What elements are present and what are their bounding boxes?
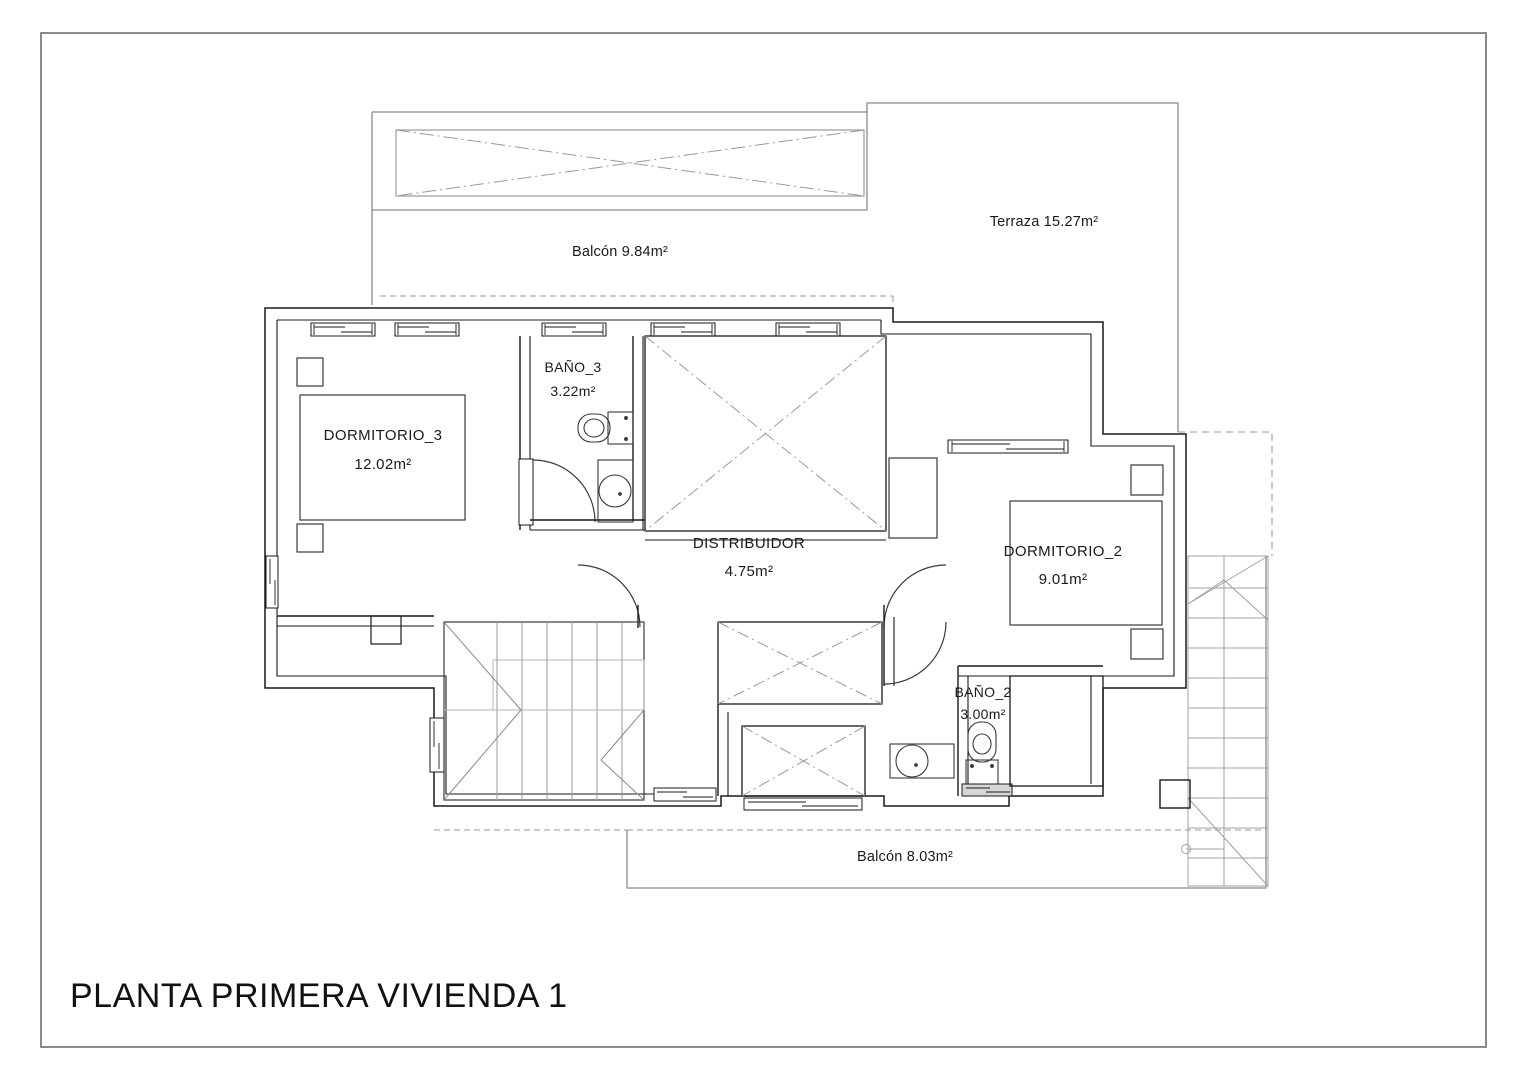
label-dormitorio-2-name: DORMITORIO_2 [1004,543,1123,560]
escalera-exterior [1181,555,1269,887]
label-dormitorio-3-area: 12.02m² [354,456,411,473]
door-bano-2 [883,621,947,685]
vertical-shaft [1009,675,1104,787]
label-distribuidor-name: DISTRIBUIDOR [693,535,805,552]
nightstand-furniture [296,523,324,553]
label-bano-2-name: BAÑO_2 [954,684,1011,700]
label-terraza: Terraza 15.27m² [990,214,1099,230]
label-dormitorio-3-name: DORMITORIO_3 [324,427,443,444]
nightstand-furniture [1130,628,1164,660]
toilet-fixture [577,411,634,445]
room-distribuidor [577,564,947,686]
window-sliding [653,787,717,802]
room-dormitorio-2 [888,439,1164,796]
sheet-border [40,32,1487,1048]
outdoor-outlines [371,102,1179,432]
structural-column [370,615,402,645]
outdoor-labels: Balcón 9.84m² Terraza 15.27m² Balcón 8.0… [572,214,1098,865]
window-sliding [775,322,841,337]
window-sliding [310,322,376,337]
room-bano-2 [889,675,1104,797]
window-sliding [394,322,460,337]
label-balcon-norte: Balcón 9.84m² [572,244,668,260]
page-title: PLANTA PRIMERA VIVIENDA 1 [70,977,567,1015]
label-distribuidor-area: 4.75m² [725,563,774,580]
window-sliding [743,797,863,811]
room-labels: DORMITORIO_3 12.02m² BAÑO_3 3.22m² DISTR… [324,359,1123,722]
nightstand-furniture [1130,464,1164,496]
window-sliding [947,439,1069,454]
pergola-balcon [395,129,865,197]
escalera-interior [429,621,717,802]
window-sliding [429,717,445,773]
room-dormitorio-3 [265,336,531,645]
window-sliding [650,322,716,337]
hueco-inferior-1 [717,621,883,705]
shower-fixture [889,743,955,779]
nightstand-furniture [296,357,324,387]
label-bano-3-area: 3.22m² [550,383,595,399]
window-sliding [961,783,1013,797]
label-bano-2-area: 3.00m² [960,706,1005,722]
balcon-sur-outline [626,556,1267,889]
exterior-stair-post [1159,779,1191,809]
hueco-inferior-2 [741,725,866,797]
label-balcon-sur: Balcón 8.03m² [857,849,953,865]
window-sliding [541,322,607,337]
room-bano-3 [518,336,645,531]
hueco-central [644,335,887,541]
bed-furniture [1009,500,1163,626]
bed-furniture [299,394,466,521]
window-group-north [310,322,841,337]
door-bano-3 [518,458,596,526]
door-hall-right [883,564,947,628]
label-bano-3-name: BAÑO_3 [544,359,601,375]
label-dormitorio-2-area: 9.01m² [1039,571,1088,588]
window-sliding [265,555,279,609]
shower-fixture [597,459,634,523]
door-hall-left [577,564,641,628]
